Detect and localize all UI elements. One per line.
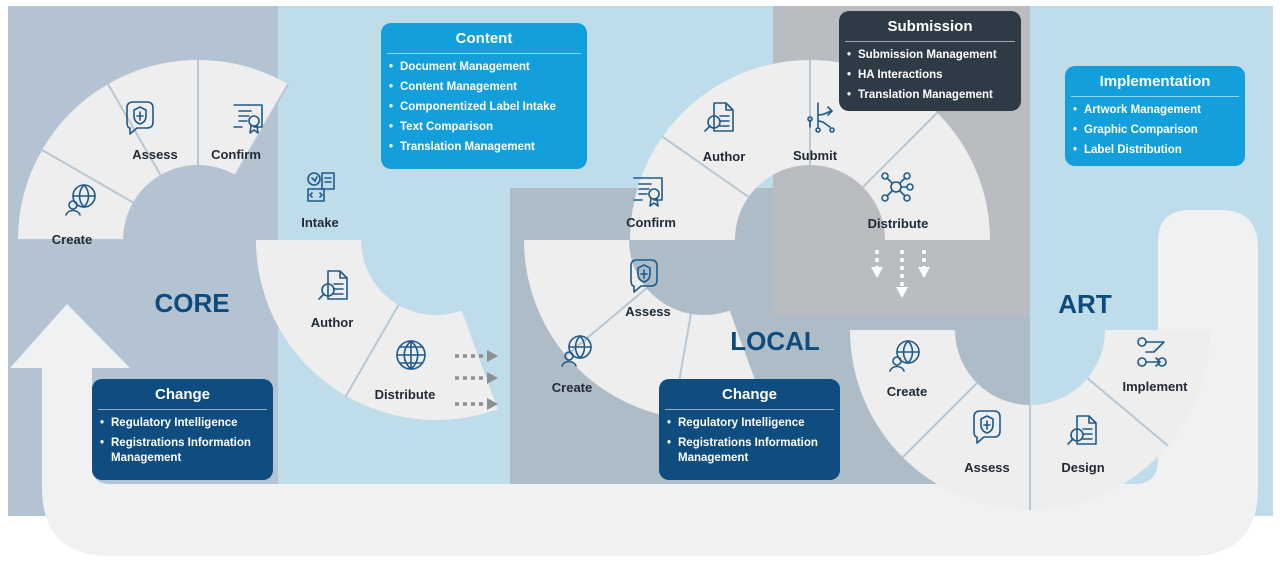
workflow-icon	[1137, 337, 1167, 367]
shield-speech-icon	[126, 101, 154, 135]
segment-divider	[41, 149, 134, 204]
content-item: Translation Management	[389, 140, 579, 155]
segment-label: Author	[311, 315, 354, 330]
core-segment-assess	[42, 84, 161, 203]
segment-divider	[661, 135, 750, 198]
segment-label: Assess	[625, 304, 671, 319]
segment-label: Create	[552, 380, 592, 395]
submission-item: Submission Management	[847, 48, 1013, 63]
doc-search-icon	[1067, 415, 1097, 445]
flow-arrow-head	[918, 267, 930, 278]
segment-label: Confirm	[211, 147, 261, 162]
change-item: Regulatory Intelligence	[667, 416, 832, 431]
submission-item: Translation Management	[847, 88, 1013, 103]
segment-label: Assess	[964, 460, 1010, 475]
local-segment-distribute	[863, 112, 990, 240]
change-item: Registrations Information Management	[100, 436, 265, 466]
change-box-local: Change Regulatory Intelligence Registrat…	[659, 379, 840, 480]
content-item: Componentized Label Intake	[389, 100, 579, 115]
local-segment-confirm-upper	[630, 136, 749, 240]
network-icon	[881, 172, 914, 202]
intake-icon	[307, 172, 335, 202]
content-item: Document Management	[389, 60, 579, 75]
globe-user-icon	[65, 184, 96, 216]
art-segment-assess	[902, 383, 1030, 510]
content-box: Content Document Management Content Mana…	[381, 23, 587, 169]
change-box-core-title: Change	[98, 379, 267, 410]
local-segment-author	[662, 60, 810, 197]
change-item: Registrations Information Management	[667, 436, 832, 466]
segment-label: Assess	[132, 147, 178, 162]
implementation-box-title: Implementation	[1071, 66, 1239, 97]
doc-search-icon	[704, 102, 734, 132]
core-region-title: CORE	[154, 288, 229, 318]
shield-speech-icon	[973, 410, 1001, 444]
segment-divider	[345, 304, 400, 397]
segment-divider	[565, 287, 648, 357]
flow-arrow-head	[487, 398, 498, 410]
art-segment-design	[1030, 378, 1168, 510]
segment-label: Author	[703, 149, 746, 164]
globe-user-icon	[561, 335, 592, 367]
content-item: Content Management	[389, 80, 579, 95]
change-box-core: Change Regulatory Intelligence Registrat…	[92, 379, 273, 480]
submission-box: Submission Submission Management HA Inte…	[839, 11, 1021, 111]
implementation-item: Label Distribution	[1073, 143, 1237, 158]
submit-icon	[807, 102, 835, 133]
core-segment-create	[18, 150, 134, 240]
change-box-local-title: Change	[665, 379, 834, 410]
art-segment-implement	[1087, 330, 1210, 446]
submission-box-title: Submission	[845, 11, 1015, 42]
globe-icon	[396, 340, 426, 370]
segment-label: Create	[52, 232, 92, 247]
flow-arrow-head	[487, 350, 498, 362]
segment-label: Intake	[301, 215, 339, 230]
certificate-icon	[233, 104, 263, 134]
segment-label: Distribute	[868, 216, 929, 231]
doc-search-icon	[318, 270, 348, 300]
return-arrow	[10, 210, 1258, 556]
segment-divider	[1086, 377, 1169, 447]
local-segment-confirm	[524, 240, 647, 356]
segment-label: Submit	[793, 148, 838, 163]
change-item: Regulatory Intelligence	[100, 416, 265, 431]
local-region-title: LOCAL	[730, 326, 820, 356]
implementation-item: Graphic Comparison	[1073, 123, 1237, 138]
core-segment-intake	[198, 60, 288, 176]
segment-label: Design	[1061, 460, 1104, 475]
content-box-title: Content	[387, 23, 581, 54]
segment-divider	[234, 83, 289, 176]
segment-label: Implement	[1122, 379, 1188, 394]
submission-item: HA Interactions	[847, 68, 1013, 83]
flow-arrow-head	[896, 287, 908, 298]
certificate-icon	[633, 177, 663, 207]
segment-divider	[902, 382, 978, 458]
globe-user-icon	[889, 340, 920, 372]
segment-label: Confirm	[626, 215, 676, 230]
shield-speech-icon	[630, 259, 658, 293]
content-item: Text Comparison	[389, 120, 579, 135]
segment-label: Distribute	[375, 387, 436, 402]
core-segment-author	[256, 240, 399, 396]
flow-arrow-head	[871, 267, 883, 278]
flow-arrow-head	[487, 372, 498, 384]
art-region-title: ART	[1058, 289, 1112, 319]
segment-divider	[862, 112, 938, 188]
implementation-item: Artwork Management	[1073, 103, 1237, 118]
implementation-box: Implementation Artwork Management Graphi…	[1065, 66, 1245, 166]
segment-label: Create	[887, 384, 927, 399]
art-segment-create	[850, 330, 977, 458]
